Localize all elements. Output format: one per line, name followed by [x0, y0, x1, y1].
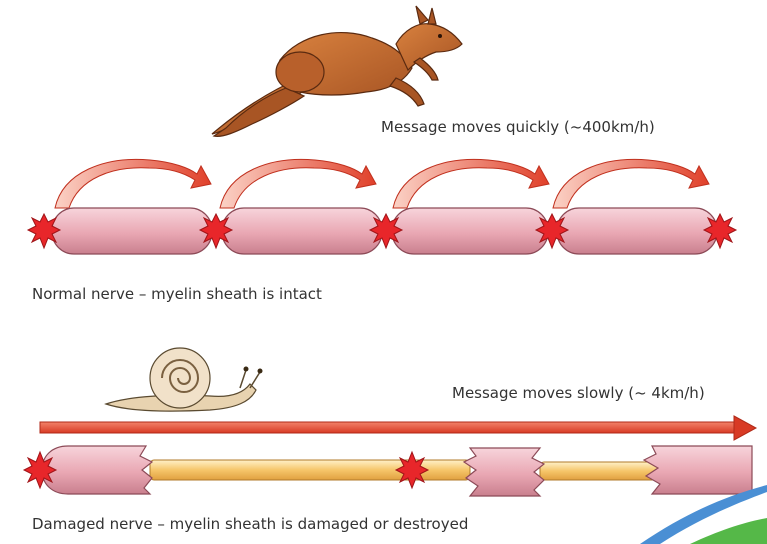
slow-message-label: Message moves slowly (~ 4km/h)	[452, 384, 705, 402]
jump-arrow-icon	[553, 159, 709, 208]
slow-arrow	[40, 416, 756, 440]
fast-message-label: Message moves quickly (~400km/h)	[381, 118, 655, 136]
node-burst-icon	[396, 452, 428, 488]
normal-nerve-caption: Normal nerve – myelin sheath is intact	[32, 285, 322, 303]
damaged-nerve	[24, 446, 752, 496]
damaged-myelin-segment	[644, 446, 752, 494]
jump-arrows	[55, 159, 709, 208]
exposed-axon	[540, 462, 660, 480]
jump-arrow-icon	[55, 159, 211, 208]
myelin-segment	[222, 208, 382, 254]
myelin-segment	[392, 208, 548, 254]
myelin-segment	[52, 208, 212, 254]
kangaroo-icon	[212, 6, 462, 136]
jump-arrow-icon	[393, 159, 549, 208]
damaged-nerve-caption: Damaged nerve – myelin sheath is damaged…	[32, 515, 468, 533]
jump-arrow-icon	[220, 159, 376, 208]
damaged-myelin-segment	[464, 448, 544, 496]
damaged-myelin-segment	[42, 446, 152, 494]
myelin-segment	[557, 208, 717, 254]
snail-icon	[106, 348, 263, 411]
